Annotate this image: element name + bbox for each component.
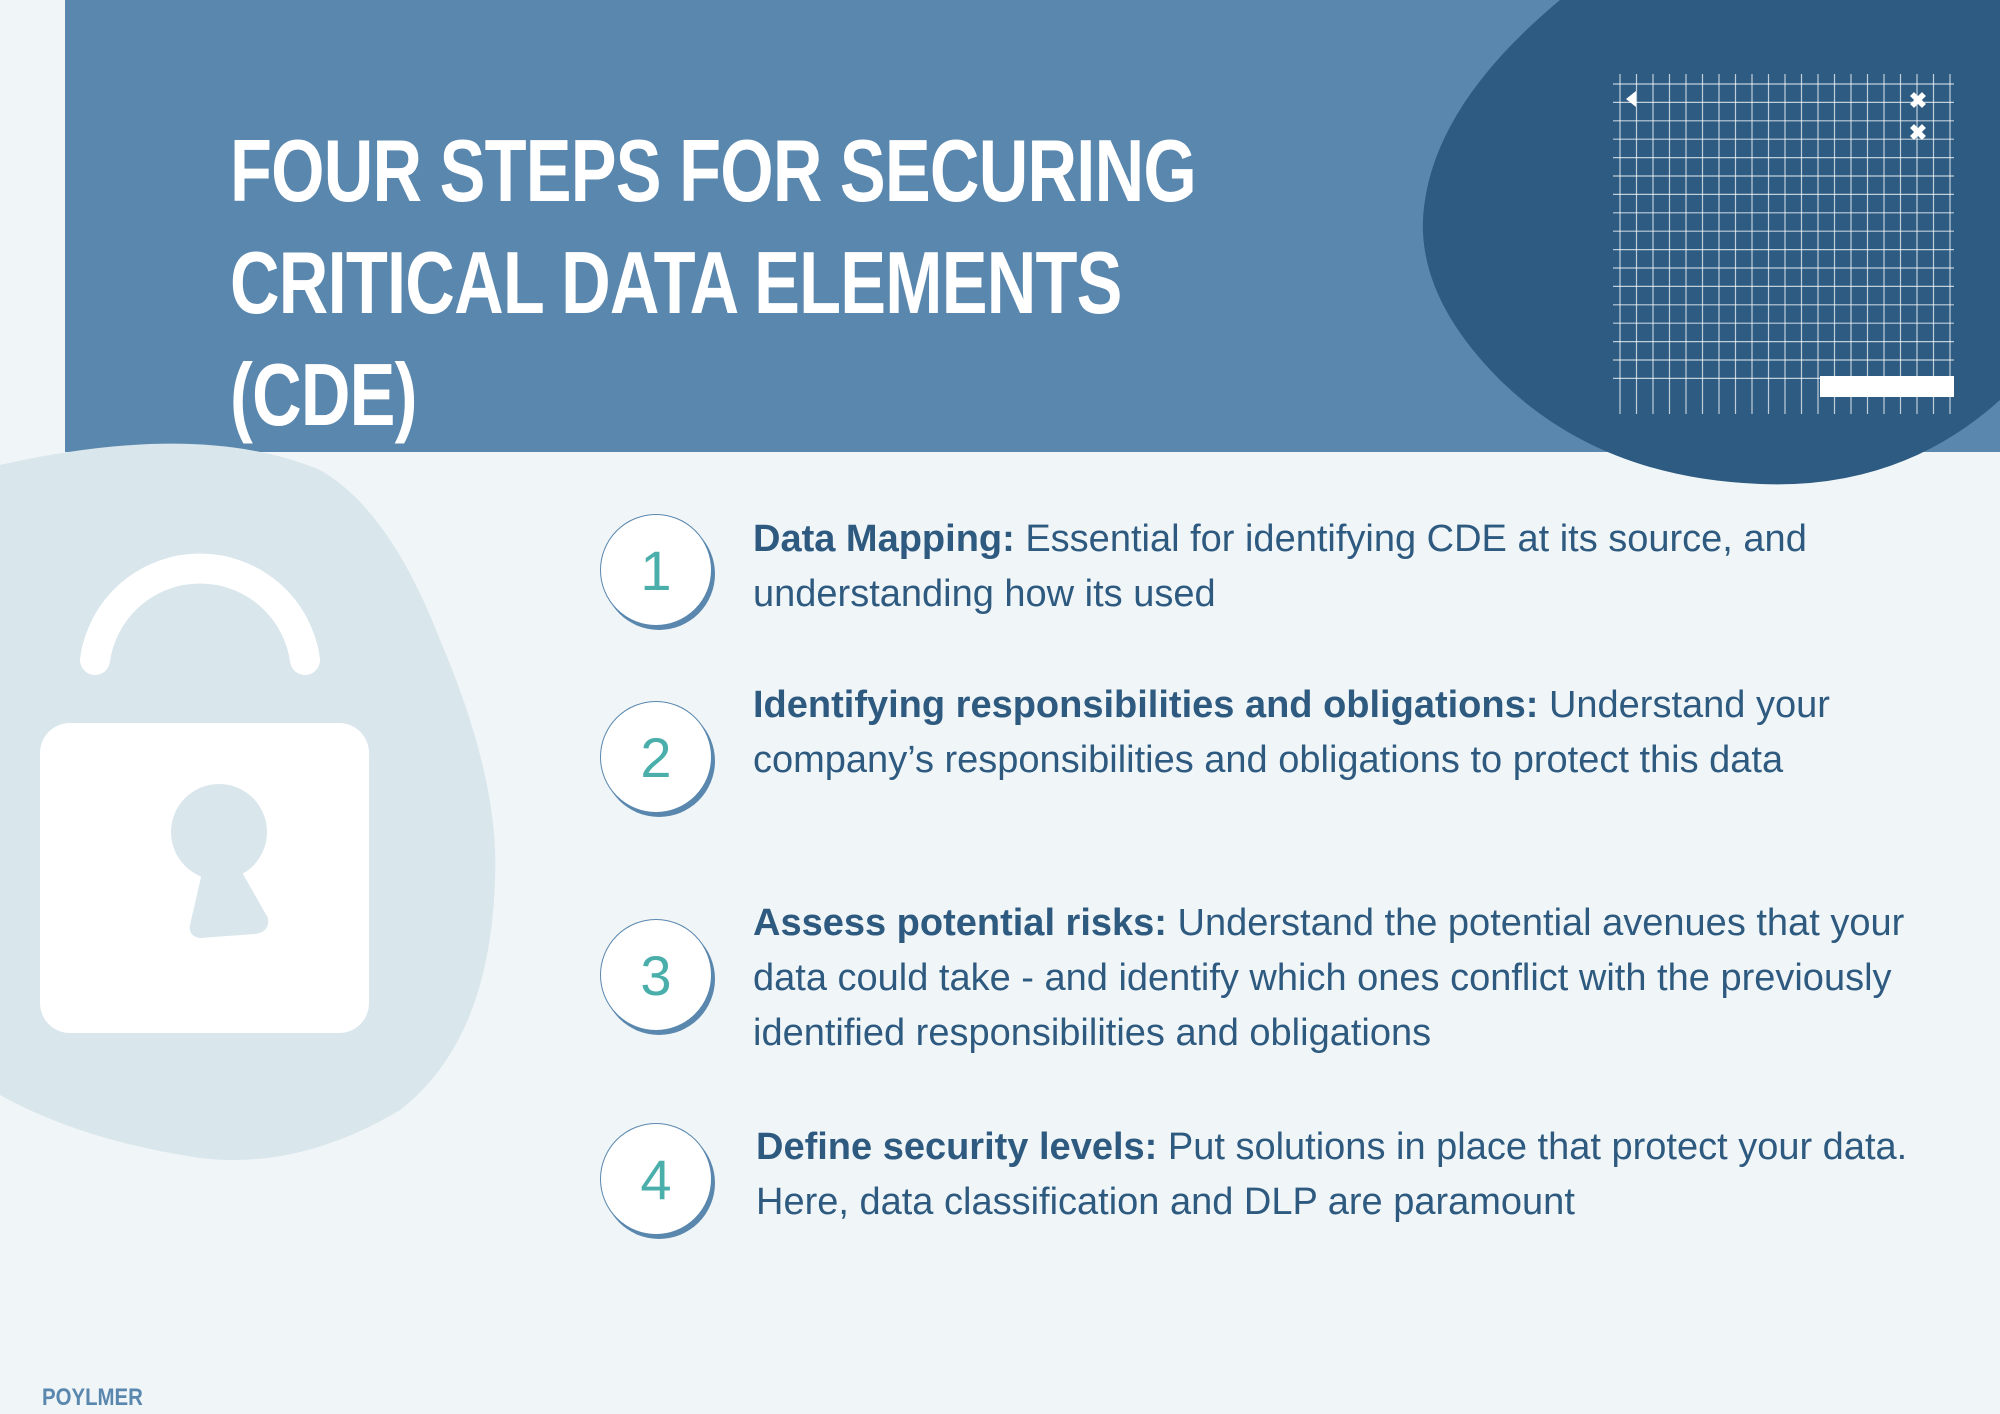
title-line: (CDE) xyxy=(230,345,418,444)
arrow-left-icon xyxy=(1626,91,1636,107)
title-line: FOUR STEPS FOR SECURING xyxy=(230,121,1197,220)
step-text: Define security levels: Put solutions in… xyxy=(756,1120,1986,1230)
grid-icon xyxy=(1613,74,1954,414)
step-body: Understand your company’s responsibiliti… xyxy=(753,684,1830,781)
step-heading: Define security levels: xyxy=(756,1126,1158,1168)
step-heading: Identifying responsibilities and obligat… xyxy=(753,684,1539,726)
step-heading: Assess potential risks: xyxy=(753,902,1167,944)
dark-blob xyxy=(1422,0,2000,485)
step-number-badge: 2 xyxy=(600,701,712,813)
brand-name: POYLMER xyxy=(42,1384,143,1411)
padlock-icon xyxy=(40,553,369,1033)
step-body: Essential for identifying CDE at its sou… xyxy=(753,518,1807,615)
page-title: FOUR STEPS FOR SECURING CRITICAL DATA EL… xyxy=(230,115,1197,451)
step-body: Put solutions in place that protect your… xyxy=(756,1126,1908,1223)
step-body: Understand the potential avenues that yo… xyxy=(753,902,1905,1054)
step-heading: Data Mapping: xyxy=(753,518,1015,560)
step-text: Identifying responsibilities and obligat… xyxy=(753,678,1983,788)
x-mark-icon: ✖ xyxy=(1909,120,1927,145)
white-bar xyxy=(1820,376,1954,397)
step-text: Assess potential risks: Understand the p… xyxy=(753,896,1983,1061)
step-number-badge: 3 xyxy=(600,919,712,1031)
x-mark-icon: ✖ xyxy=(1909,88,1927,113)
title-line: CRITICAL DATA ELEMENTS xyxy=(230,233,1122,332)
step-text: Data Mapping: Essential for identifying … xyxy=(753,512,1983,622)
step-number-badge: 4 xyxy=(600,1123,712,1235)
step-number-badge: 1 xyxy=(600,514,712,626)
